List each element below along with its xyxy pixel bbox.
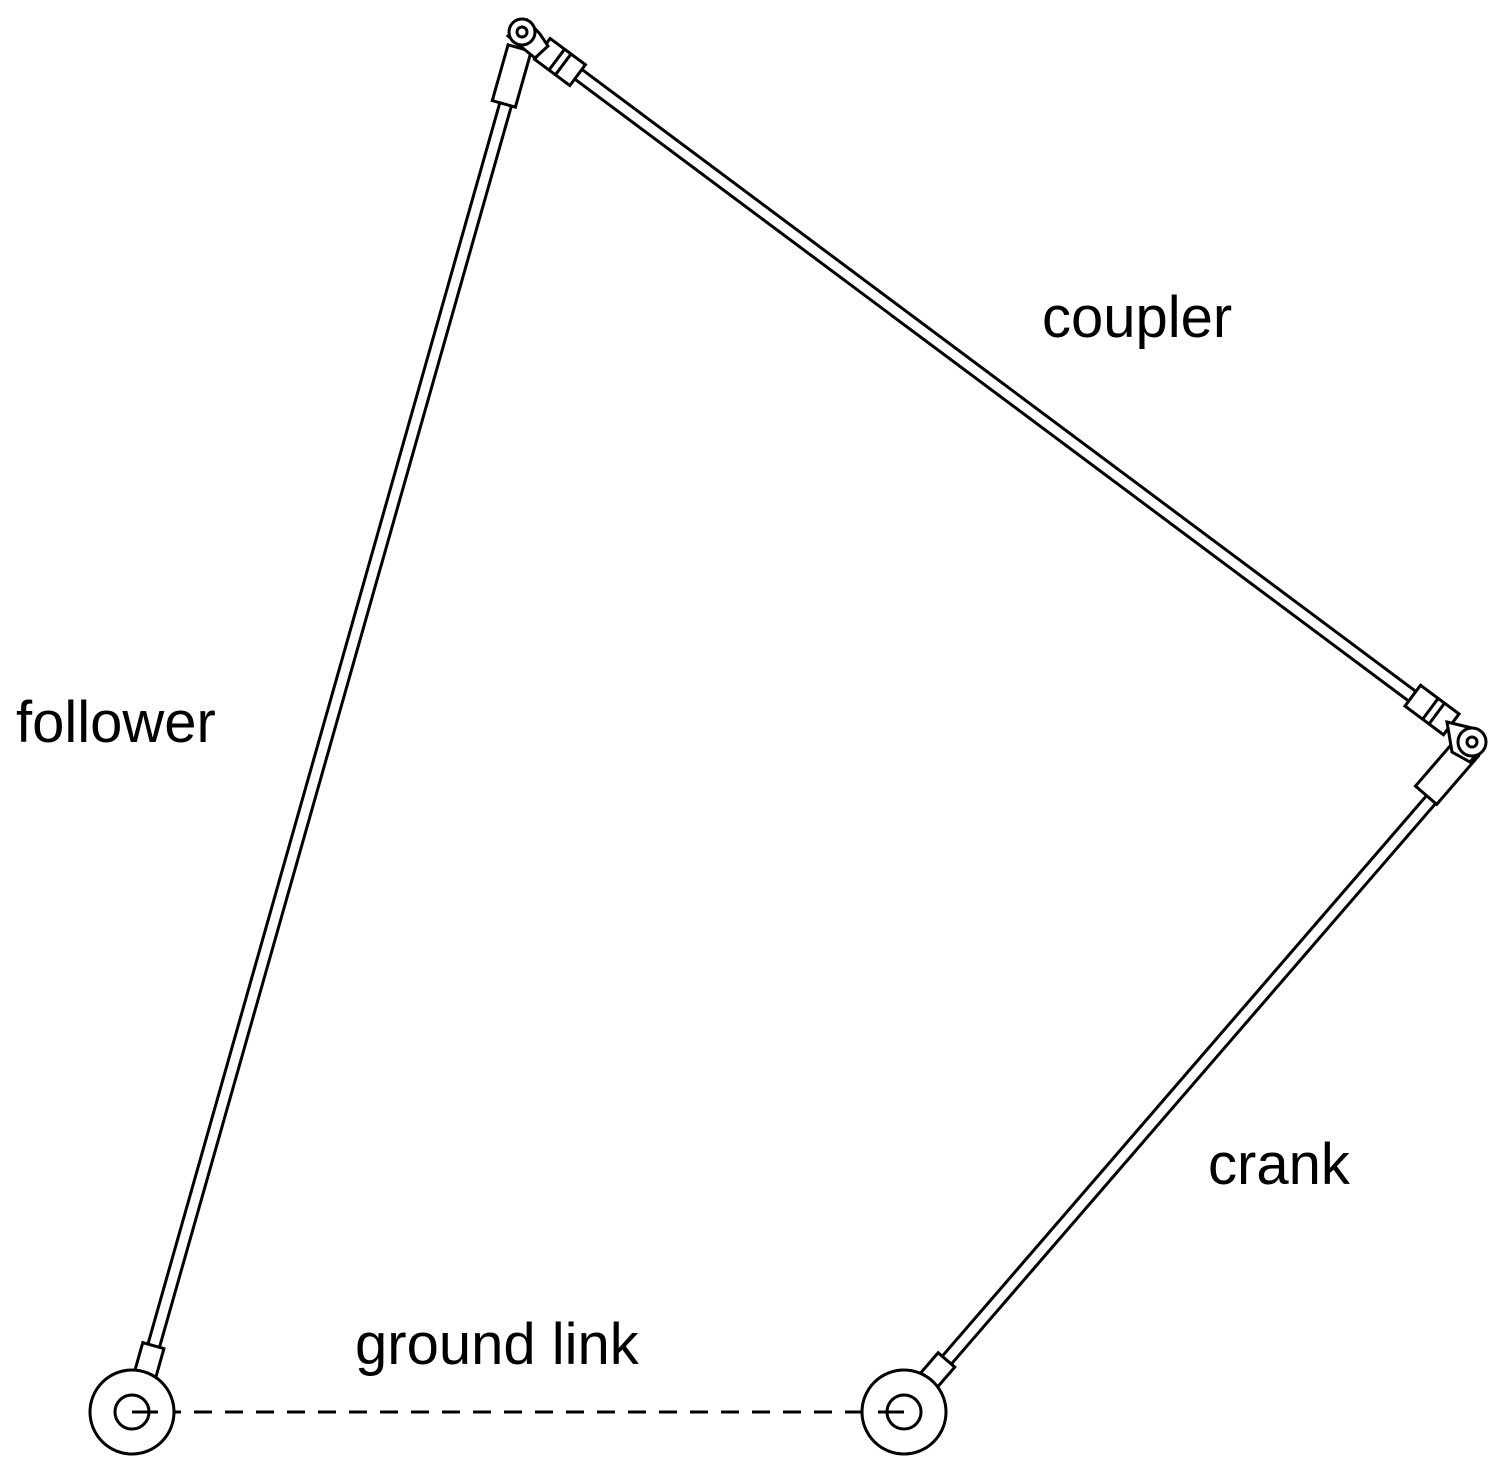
top-pin bbox=[515, 25, 529, 39]
right-ground-pivot bbox=[860, 1350, 957, 1456]
coupler-link bbox=[573, 67, 1425, 709]
right-pin bbox=[1465, 735, 1479, 749]
follower-label: follower bbox=[16, 690, 216, 755]
top-joint bbox=[490, 17, 588, 109]
right-joint bbox=[1402, 683, 1488, 807]
follower-link bbox=[145, 100, 514, 1353]
left-ground-pivot bbox=[88, 1340, 176, 1456]
coupler-label: coupler bbox=[1042, 285, 1232, 350]
crank-link bbox=[934, 790, 1441, 1373]
ground-link-label: ground link bbox=[355, 1312, 640, 1377]
crank-label: crank bbox=[1208, 1132, 1351, 1197]
